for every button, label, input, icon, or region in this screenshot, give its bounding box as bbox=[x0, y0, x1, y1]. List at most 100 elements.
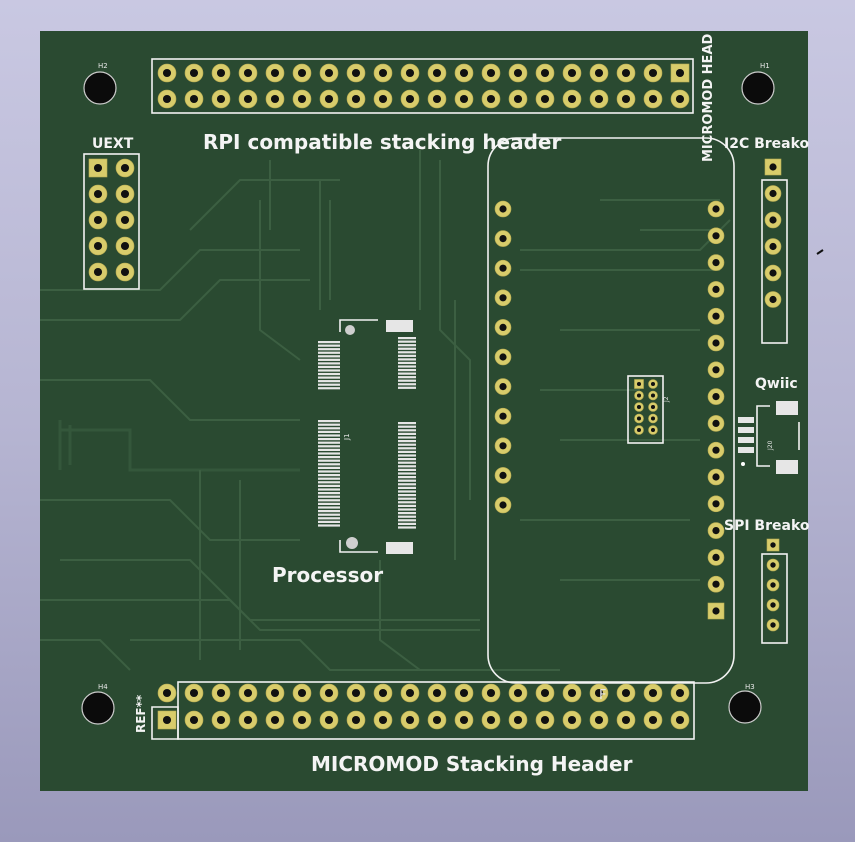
j1-pad bbox=[398, 422, 416, 425]
drill-hole bbox=[621, 68, 631, 78]
j1-pad bbox=[318, 524, 340, 527]
drill-hole bbox=[270, 68, 280, 78]
spi-breakout-pads bbox=[766, 538, 780, 632]
j1-pad bbox=[318, 477, 340, 480]
drill-hole bbox=[769, 189, 777, 198]
drill-hole bbox=[769, 216, 777, 224]
j1-pad bbox=[398, 337, 416, 340]
drill-hole bbox=[675, 68, 685, 78]
j1-pad bbox=[398, 494, 416, 497]
j1-pad bbox=[318, 456, 340, 459]
j1-pad bbox=[398, 365, 416, 368]
drill-hole bbox=[270, 94, 280, 104]
drill-hole bbox=[405, 688, 415, 698]
j1-pad bbox=[318, 463, 340, 466]
drill-hole bbox=[270, 715, 280, 725]
drill-hole bbox=[351, 715, 361, 725]
drill-hole bbox=[162, 94, 172, 104]
drill-hole bbox=[499, 501, 507, 509]
drill-hole bbox=[712, 393, 720, 401]
drill-hole bbox=[216, 68, 226, 78]
j1-pad bbox=[318, 365, 340, 369]
drill-hole bbox=[459, 68, 469, 78]
j1-pad bbox=[398, 436, 416, 439]
j1-pad bbox=[398, 461, 416, 464]
j1-pad bbox=[318, 481, 340, 484]
drill-hole bbox=[189, 688, 199, 698]
j1-pad bbox=[398, 486, 416, 489]
drill-hole bbox=[120, 215, 130, 225]
drill-hole bbox=[513, 68, 523, 78]
drill-hole bbox=[378, 715, 388, 725]
drill-hole bbox=[712, 285, 720, 293]
drill-hole bbox=[351, 68, 361, 78]
drill-hole bbox=[499, 442, 507, 450]
drill-hole bbox=[405, 68, 415, 78]
j1-pad bbox=[398, 504, 416, 507]
drill-hole bbox=[636, 427, 642, 433]
j1-pad bbox=[398, 354, 416, 357]
j1-pad bbox=[398, 383, 416, 386]
drill-hole bbox=[769, 242, 777, 251]
j1-pad bbox=[318, 341, 340, 344]
j1-pad bbox=[398, 340, 416, 343]
drill-hole bbox=[540, 68, 550, 78]
j1-pad bbox=[398, 519, 416, 522]
drill-hole bbox=[93, 163, 103, 173]
drill-hole bbox=[499, 471, 507, 479]
j1-pad bbox=[318, 502, 340, 505]
j1-pad bbox=[318, 484, 340, 487]
drill-hole bbox=[712, 259, 720, 267]
drill-hole bbox=[712, 607, 720, 615]
j1-pad bbox=[398, 454, 416, 457]
j1-pad bbox=[318, 355, 340, 358]
drill-hole bbox=[636, 393, 642, 398]
drill-hole bbox=[712, 500, 720, 508]
drill-hole bbox=[540, 688, 550, 698]
drill-hole bbox=[216, 715, 226, 725]
j1-pad bbox=[398, 386, 416, 389]
drill-hole bbox=[712, 580, 720, 588]
drill-hole bbox=[770, 562, 776, 568]
drill-hole bbox=[648, 68, 658, 78]
drill-hole bbox=[297, 715, 307, 725]
drill-hole bbox=[93, 241, 103, 251]
drill-hole bbox=[712, 339, 720, 347]
j1-pad bbox=[398, 440, 416, 443]
drill-hole bbox=[648, 688, 658, 698]
drill-hole bbox=[650, 427, 656, 433]
drill-hole bbox=[650, 393, 656, 398]
drill-hole bbox=[769, 269, 777, 277]
spi-breakout-label: SPI Breako bbox=[724, 518, 810, 534]
j1-pad bbox=[398, 450, 416, 453]
j1-pad bbox=[398, 465, 416, 468]
ref-f-label: F bbox=[599, 688, 606, 703]
j1-pad bbox=[318, 520, 340, 523]
j1-pad bbox=[398, 526, 416, 529]
mounting-hole-h2: H2 bbox=[83, 62, 117, 105]
drill-hole bbox=[486, 688, 496, 698]
drill-hole bbox=[594, 94, 604, 104]
drill-hole bbox=[513, 715, 523, 725]
j1-pad bbox=[398, 429, 416, 432]
j1-pad bbox=[398, 372, 416, 375]
drill-hole bbox=[513, 94, 523, 104]
drill-hole bbox=[162, 68, 172, 78]
drill-hole bbox=[378, 688, 388, 698]
drill-hole bbox=[324, 715, 334, 725]
drill-hole bbox=[636, 381, 642, 387]
j1-pad bbox=[318, 438, 340, 441]
micromod-stacking-header-pads bbox=[157, 683, 690, 730]
drill-hole bbox=[324, 94, 334, 104]
drill-hole bbox=[499, 323, 507, 331]
drill-hole bbox=[650, 381, 656, 387]
drill-hole bbox=[621, 688, 631, 698]
stray-mark bbox=[816, 249, 824, 255]
drill-hole bbox=[459, 715, 469, 725]
drill-hole bbox=[650, 404, 656, 410]
drill-hole bbox=[324, 688, 334, 698]
j1-pad bbox=[398, 432, 416, 435]
drill-hole bbox=[297, 688, 307, 698]
